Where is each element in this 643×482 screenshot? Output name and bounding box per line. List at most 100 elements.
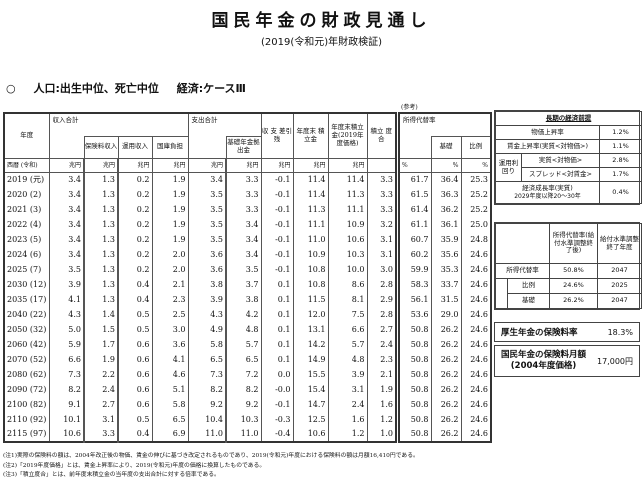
value-cell: 24.6 <box>460 352 492 367</box>
value-cell: 0.1 <box>260 307 294 322</box>
value-cell: 9.1 <box>48 397 85 412</box>
value-cell: 8.2 <box>187 382 227 397</box>
value-cell: 56.1 <box>398 292 432 307</box>
value-cell: 5.9 <box>48 337 85 352</box>
header-blank <box>187 136 227 159</box>
value-cell: 1.5 <box>83 322 119 337</box>
value-cell: 13.1 <box>292 322 329 337</box>
value-cell: 10.4 <box>187 412 227 427</box>
header-reserve-ratio: 積立 度合 <box>366 112 397 159</box>
value-cell: 8.1 <box>327 292 368 307</box>
value-cell: 36.4 <box>430 172 462 187</box>
repl-basic: 26.2% <box>549 293 598 309</box>
footnote: (注3)「積立度合」とは、前年度末積立金の当年度の支出合計に対する倍率である。 <box>3 472 220 478</box>
value-cell: 0.5 <box>117 307 153 322</box>
value-cell: 3.5 <box>225 262 262 277</box>
value-cell: 1.9 <box>83 352 119 367</box>
header-expense-total: 支出合計 <box>187 112 262 136</box>
year-cell: 2070 (52) <box>3 352 50 367</box>
header-treasury: 国庫負担 <box>151 135 189 159</box>
value-cell: 5.8 <box>151 397 189 412</box>
value-cell: 3.5 <box>187 232 227 247</box>
value-cell: 0.4 <box>117 427 153 442</box>
value-cell: 60.2 <box>398 247 432 262</box>
value-cell: 25.3 <box>460 172 492 187</box>
value-cell: 35.3 <box>430 262 462 277</box>
value-cell: 11.3 <box>292 202 329 217</box>
value-cell: 3.3 <box>225 202 262 217</box>
econ-price: 1.2% <box>598 125 643 140</box>
year-cell: 2115 (97) <box>3 427 50 442</box>
value-cell: 26.2 <box>430 397 462 412</box>
value-cell: 0.2 <box>117 172 153 187</box>
value-cell: 26.2 <box>430 367 462 382</box>
value-cell: 50.8 <box>398 412 432 427</box>
value-cell: 7.5 <box>327 307 368 322</box>
value-cell: 10.3 <box>225 412 262 427</box>
units-row: %%% <box>398 157 492 173</box>
value-cell: 3.4 <box>48 172 85 187</box>
value-cell: 1.3 <box>83 262 119 277</box>
header-premium: 保険料収入 <box>83 135 119 159</box>
value-cell: 15.4 <box>292 382 329 397</box>
year-cell: 2024 (6) <box>3 247 50 262</box>
reference-label: (参考) <box>401 104 418 111</box>
value-cell: 1.9 <box>151 217 189 232</box>
value-cell: 0.2 <box>117 262 153 277</box>
value-cell: 0.1 <box>260 277 294 292</box>
value-cell: -0.1 <box>260 232 294 247</box>
value-cell: -0.1 <box>260 172 294 187</box>
value-cell: 25.2 <box>460 187 492 202</box>
value-cell: 4.9 <box>187 322 227 337</box>
repl-basic-year: 2047 <box>597 293 642 309</box>
value-cell: 14.7 <box>292 397 329 412</box>
value-cell: 4.1 <box>151 352 189 367</box>
value-cell: 2.1 <box>366 367 397 382</box>
value-cell: 3.3 <box>366 202 397 217</box>
year-cell: 2019 (元) <box>3 172 50 187</box>
page-title: 国民年金の財政見通し <box>211 11 432 31</box>
unit-cell: 兆円 <box>48 157 85 173</box>
header-basic-contribution: 基礎年金拠出金 <box>225 135 262 159</box>
value-cell: 14.2 <box>292 337 329 352</box>
value-cell: 6.6 <box>48 352 85 367</box>
value-cell: 1.9 <box>151 172 189 187</box>
value-cell: 3.1 <box>366 247 397 262</box>
value-cell: 0.2 <box>117 247 153 262</box>
value-cell: 50.8 <box>398 337 432 352</box>
value-cell: -0.3 <box>260 412 294 427</box>
value-cell: 3.2 <box>366 217 397 232</box>
value-cell: 1.6 <box>327 412 368 427</box>
econ-growth-label: 経済成長率(実質) <box>522 184 573 192</box>
header-reserve-2019: 年度末積立金(2019年度価格) <box>327 112 368 159</box>
value-cell: 3.4 <box>48 217 85 232</box>
value-cell: 8.6 <box>327 277 368 292</box>
unit-cell: % <box>430 157 462 173</box>
value-cell: 3.5 <box>187 202 227 217</box>
value-cell: -0.4 <box>260 427 294 442</box>
value-cell: 0.1 <box>260 322 294 337</box>
year-cell: 2025 (7) <box>3 262 50 277</box>
econ-spread-label: スプレッド<対賃金> <box>521 167 600 182</box>
unit-cell: 兆円 <box>292 157 329 173</box>
value-cell: 11.1 <box>327 202 368 217</box>
header-reserve: 年度末 積立金 <box>292 112 329 159</box>
value-cell: 3.4 <box>225 247 262 262</box>
value-cell: -0.1 <box>260 202 294 217</box>
value-cell: 6.6 <box>327 322 368 337</box>
value-cell: 10.3 <box>327 247 368 262</box>
value-cell: 5.7 <box>327 337 368 352</box>
value-cell: 0.4 <box>117 292 153 307</box>
econ-spread: 1.7% <box>598 167 643 182</box>
